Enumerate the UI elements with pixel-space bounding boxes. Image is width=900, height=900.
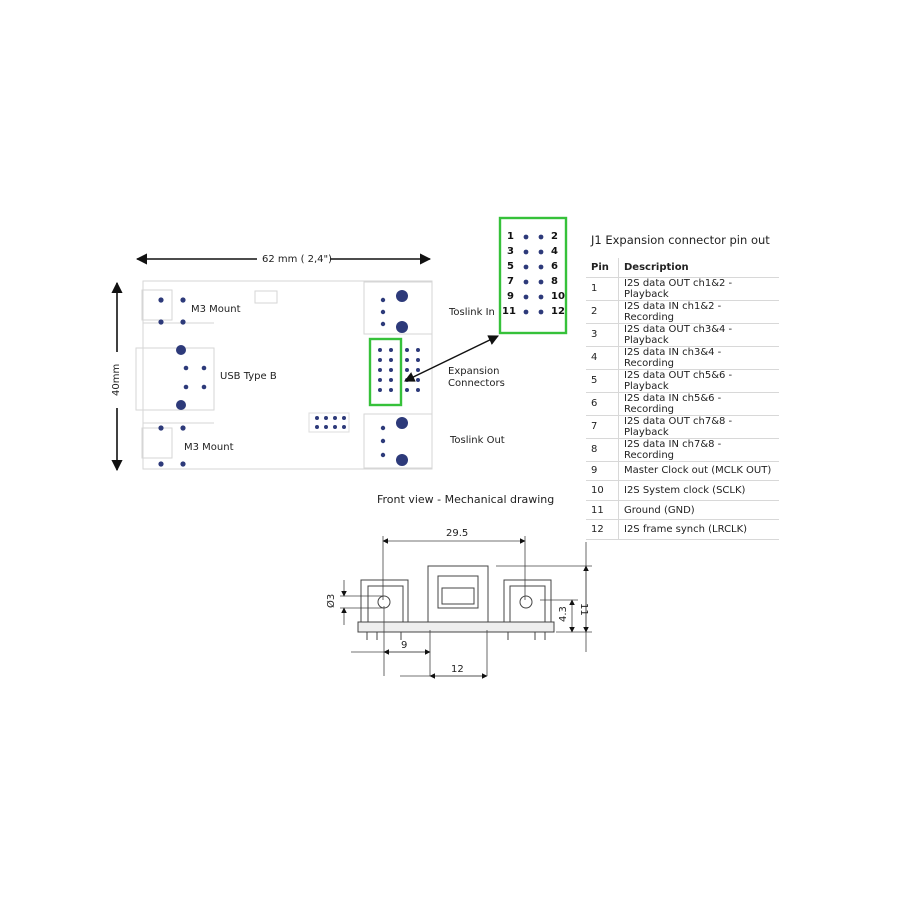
pin-number: 10 [551, 291, 565, 302]
pin-cell: 10 [586, 480, 619, 501]
pin-cell: 4 [586, 345, 619, 370]
description-cell: I2S data IN ch5&6 - Recording [618, 391, 779, 416]
pin-number: 6 [551, 261, 558, 272]
pin-cell: 12 [586, 519, 619, 540]
pinout-title: J1 Expansion connector pin out [591, 233, 770, 247]
table-header-row: Pin Description [586, 258, 779, 278]
description-cell: I2S data OUT ch5&6 - Playback [618, 368, 779, 393]
expansion-label-line1: Expansion [448, 366, 500, 377]
description-cell: I2S data IN ch7&8 - Recording [618, 437, 779, 462]
toslink-in-label: Toslink In [449, 307, 495, 318]
dim-4-3: 4.3 [558, 606, 569, 622]
dim-29-5: 29.5 [446, 528, 469, 539]
zoom-pointer-arrow [404, 335, 499, 382]
toslink-out-label: Toslink Out [450, 435, 505, 446]
description-cell: Master Clock out (MCLK OUT) [618, 460, 779, 482]
pin-cell: 7 [586, 414, 619, 439]
description-cell: Ground (GND) [618, 499, 779, 521]
small-connector [308, 412, 350, 433]
front-view-dimensions [340, 536, 592, 679]
dim-9: 9 [401, 640, 408, 651]
pin-number: 9 [507, 291, 514, 302]
pin-cell: 8 [586, 437, 619, 462]
pin-cell: 6 [586, 391, 619, 416]
board-width-label: 62 mm ( 2,4") [262, 254, 333, 265]
pin-number: 1 [507, 231, 514, 242]
pin-number: 2 [551, 231, 558, 242]
pin-number: 7 [507, 276, 514, 287]
description-cell: I2S data IN ch3&4 - Recording [618, 345, 779, 370]
board-outline [135, 280, 433, 470]
description-cell: I2S data OUT ch7&8 - Playback [618, 414, 779, 439]
pin-cell: 5 [586, 368, 619, 393]
pin-number: 12 [551, 306, 565, 317]
pin-cell: 3 [586, 322, 619, 347]
header-description: Description [618, 258, 779, 278]
pin-cell: 9 [586, 460, 619, 482]
usb-type-b-label: USB Type B [220, 371, 277, 382]
pin-number: 3 [507, 246, 514, 257]
pin-cell: 11 [586, 499, 619, 521]
usb-pins [176, 345, 207, 410]
pin-number: 8 [551, 276, 558, 287]
dim-11: 11 [578, 603, 589, 616]
front-view-caption: Front view - Mechanical drawing [377, 493, 555, 506]
expansion-connector-board [368, 337, 420, 407]
pin-cell: 1 [586, 276, 619, 301]
description-cell: I2S data OUT ch3&4 - Playback [618, 322, 779, 347]
description-cell: I2S System clock (SCLK) [618, 480, 779, 501]
description-cell: I2S data OUT ch1&2 - Playback [618, 276, 779, 301]
pin-number: 5 [507, 261, 514, 272]
pin-number: 11 [502, 306, 516, 317]
pin-cell: 2 [586, 299, 619, 324]
dim-12: 12 [451, 664, 464, 675]
expansion-label-line2: Connectors [448, 378, 505, 389]
front-view-drawing [357, 565, 555, 640]
header-pin: Pin [586, 258, 619, 278]
dim-diameter-3: Ø3 [326, 593, 337, 608]
board-height-label: 40mm [111, 363, 122, 396]
description-cell: I2S data IN ch1&2 - Recording [618, 299, 779, 324]
pin-number: 4 [551, 246, 558, 257]
toslink-pins [380, 290, 408, 466]
m3-mount-top-label: M3 Mount [191, 304, 241, 315]
expansion-connector-zoom [498, 216, 568, 335]
description-cell: I2S frame synch (LRCLK) [618, 519, 779, 540]
m3-mount-bottom-label: M3 Mount [184, 442, 234, 453]
mount-dots [158, 297, 186, 467]
